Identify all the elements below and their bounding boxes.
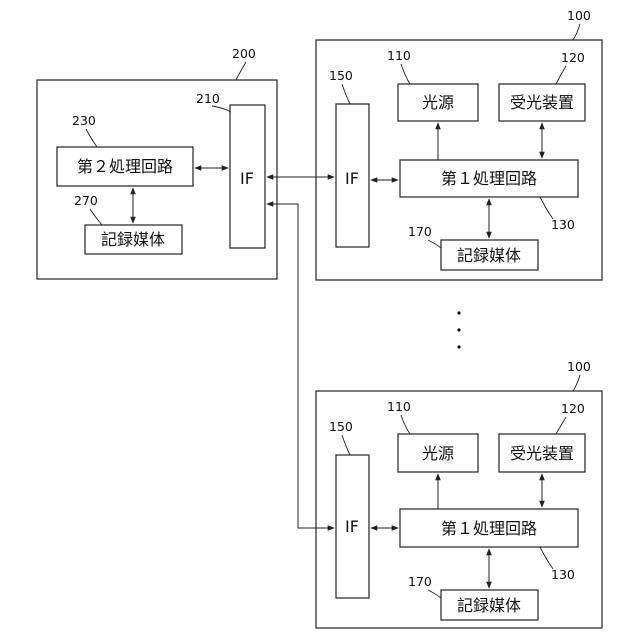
device-100-top: 100 IF 150 光源 110 受光装置 120 第１処理回路 130 記録… [316, 8, 602, 280]
device-100-bottom: 100 IF 150 光源 110 受光装置 120 第１処理回路 130 記録… [316, 359, 602, 628]
interface-210-label: IF [240, 169, 254, 188]
ellipsis-dot [457, 311, 460, 314]
receiver-120-bottom-ref: 120 [561, 401, 585, 416]
light-source-110-top-ref: 110 [387, 48, 411, 63]
interface-150-top-ref: 150 [329, 68, 353, 83]
receiver-120-bottom-label: 受光装置 [510, 444, 574, 463]
light-source-110-bottom-label: 光源 [422, 444, 454, 463]
processor-230-ref: 230 [72, 113, 96, 128]
storage-270-label: 記録媒体 [101, 230, 165, 249]
interface-210-ref: 210 [196, 91, 220, 106]
storage-270-ref: 270 [74, 193, 98, 208]
device-200-leader [236, 62, 246, 80]
ellipsis-dots [457, 311, 460, 348]
processor-130-bottom-label: 第１処理回路 [441, 519, 537, 538]
device-100-top-leader [573, 24, 580, 40]
storage-170-bottom-label: 記録媒体 [457, 596, 521, 615]
interface-150-bottom-ref: 150 [329, 419, 353, 434]
receiver-120-top-label: 受光装置 [510, 93, 574, 112]
processor-230-label: 第２処理回路 [77, 157, 173, 176]
interface-150-top-label: IF [345, 169, 359, 188]
processor-130-top-label: 第１処理回路 [441, 169, 537, 188]
light-source-110-top-label: 光源 [422, 93, 454, 112]
processor-130-bottom-ref: 130 [551, 567, 575, 582]
ellipsis-dot [457, 345, 460, 348]
receiver-120-top-ref: 120 [561, 50, 585, 65]
light-source-110-bottom-ref: 110 [387, 399, 411, 414]
device-200: 200 IF 210 第２処理回路 230 記録媒体 270 [37, 46, 277, 279]
storage-170-top-label: 記録媒体 [457, 246, 521, 265]
interface-150-bottom-label: IF [345, 517, 359, 536]
storage-170-top-ref: 170 [408, 224, 432, 239]
storage-170-bottom-ref: 170 [408, 574, 432, 589]
processor-130-top-ref: 130 [551, 217, 575, 232]
device-100-bottom-leader [573, 375, 580, 391]
device-100-bottom-ref: 100 [567, 359, 591, 374]
device-200-ref: 200 [232, 46, 256, 61]
ellipsis-dot [457, 328, 460, 331]
device-100-top-ref: 100 [567, 8, 591, 23]
